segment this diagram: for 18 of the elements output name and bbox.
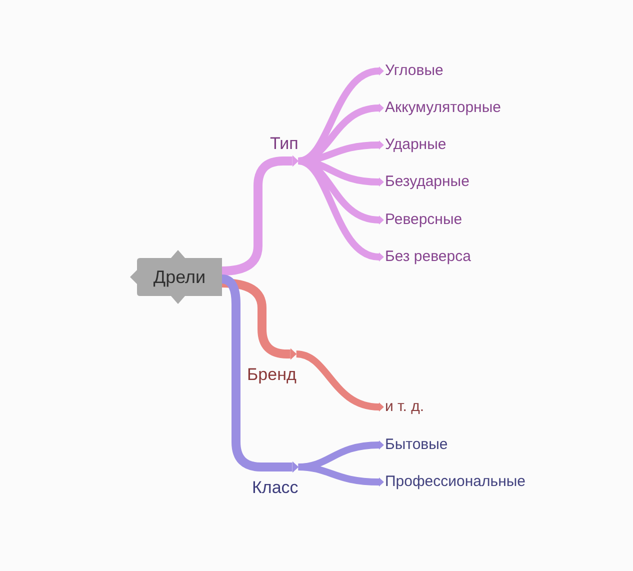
branch-connector: [222, 156, 299, 276]
subtopic-label: Бренд: [247, 364, 296, 386]
leaf-label: Безударные: [385, 171, 470, 193]
leaf-label: Ударные: [385, 134, 446, 156]
leaf-label: Угловые: [385, 60, 444, 82]
leaf-label: Профессиональные: [385, 471, 526, 493]
leaf-label: Бытовые: [385, 434, 448, 456]
branch-connector: [222, 274, 299, 472]
leaf-label: и т. д.: [385, 396, 424, 418]
subtopic-label: Тип: [270, 133, 298, 155]
branch-connector: [222, 278, 297, 358]
leaf-label: Без реверса: [385, 246, 471, 268]
leaf-label: Реверсные: [385, 209, 462, 231]
branch-connector: [296, 350, 384, 410]
subtopic-label: Класс: [252, 477, 298, 499]
branch-connector: [298, 464, 384, 486]
central-topic-text: Дрели: [153, 266, 206, 288]
leaf-label: Аккумуляторные: [385, 97, 501, 119]
